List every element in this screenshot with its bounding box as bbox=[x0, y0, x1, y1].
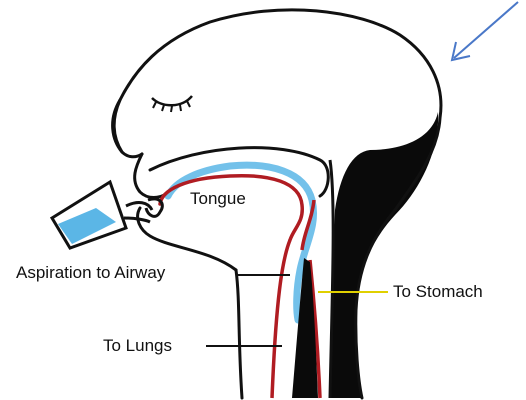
tongue-label: Tongue bbox=[190, 190, 246, 207]
airway-front-wall bbox=[272, 240, 290, 398]
front-neck-outline bbox=[236, 270, 242, 398]
aspiration-label: Aspiration to Airway bbox=[16, 264, 165, 281]
arrow-icon bbox=[452, 2, 518, 60]
lungs-label: To Lungs bbox=[103, 337, 172, 354]
lips-outline bbox=[146, 199, 162, 216]
nose-outline bbox=[114, 100, 142, 157]
back-of-neck-shading bbox=[330, 112, 438, 398]
closed-eye-icon bbox=[152, 96, 192, 112]
mouth-outline bbox=[135, 154, 166, 198]
stomach-label: To Stomach bbox=[393, 283, 483, 300]
